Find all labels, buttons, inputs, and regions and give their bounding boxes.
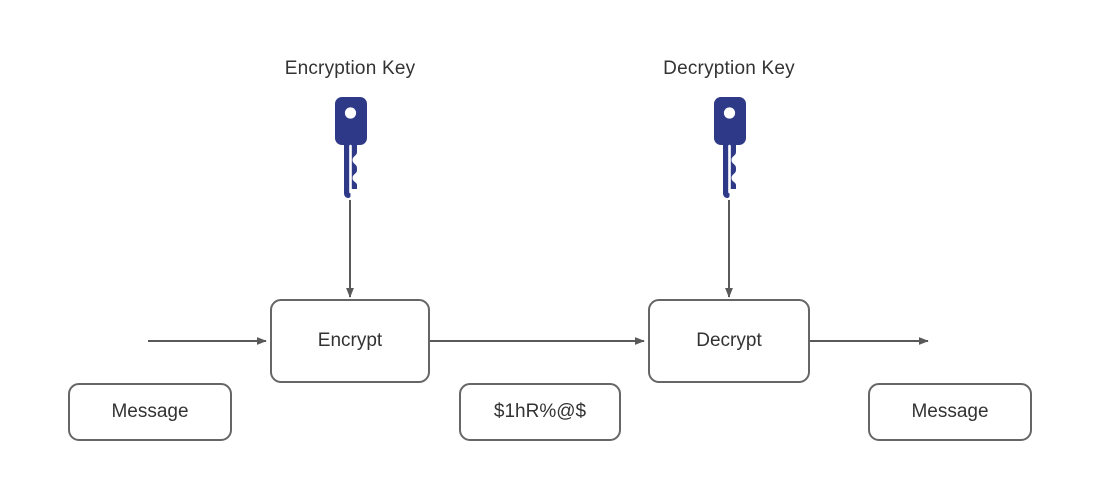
message-input-box[interactable]: Message (68, 383, 232, 441)
ciphertext-label: $1hR%@$ (493, 401, 587, 422)
message-output-label: Message (911, 401, 989, 422)
message-input-label: Message (111, 401, 189, 422)
decrypt-process-label: Decrypt (696, 330, 762, 351)
encrypt-process-label: Encrypt (317, 330, 383, 351)
decryption-key-icon (709, 96, 751, 209)
decrypt-process-box[interactable]: Decrypt (648, 299, 810, 383)
encryption-key-icon (330, 96, 372, 209)
decryption-key-label: Decryption Key (663, 58, 795, 79)
encrypt-process-box[interactable]: Encrypt (270, 299, 430, 383)
message-output-box[interactable]: Message (868, 383, 1032, 441)
encryption-key-label: Encryption Key (284, 58, 416, 79)
ciphertext-box[interactable]: $1hR%@$ (459, 383, 621, 441)
